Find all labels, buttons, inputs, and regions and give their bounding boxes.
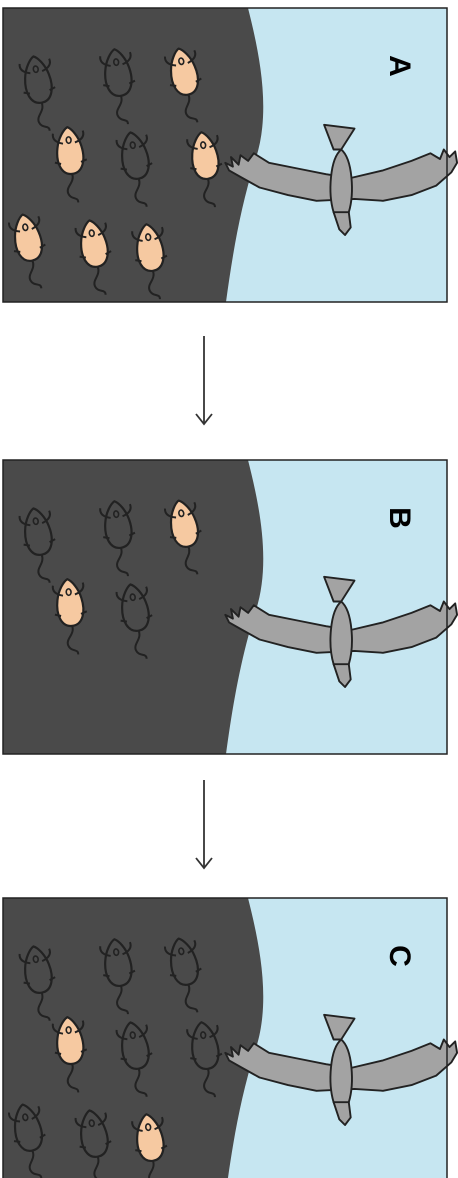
arrow-down-icon: [196, 780, 212, 868]
panel-label: A: [383, 55, 416, 77]
arrow-down-icon: [196, 336, 212, 424]
panel-c: C: [3, 898, 457, 1178]
panel-label: B: [383, 507, 416, 529]
panel-a: A: [3, 8, 457, 302]
panel-label: C: [383, 945, 416, 967]
panel-b: B: [3, 460, 457, 754]
